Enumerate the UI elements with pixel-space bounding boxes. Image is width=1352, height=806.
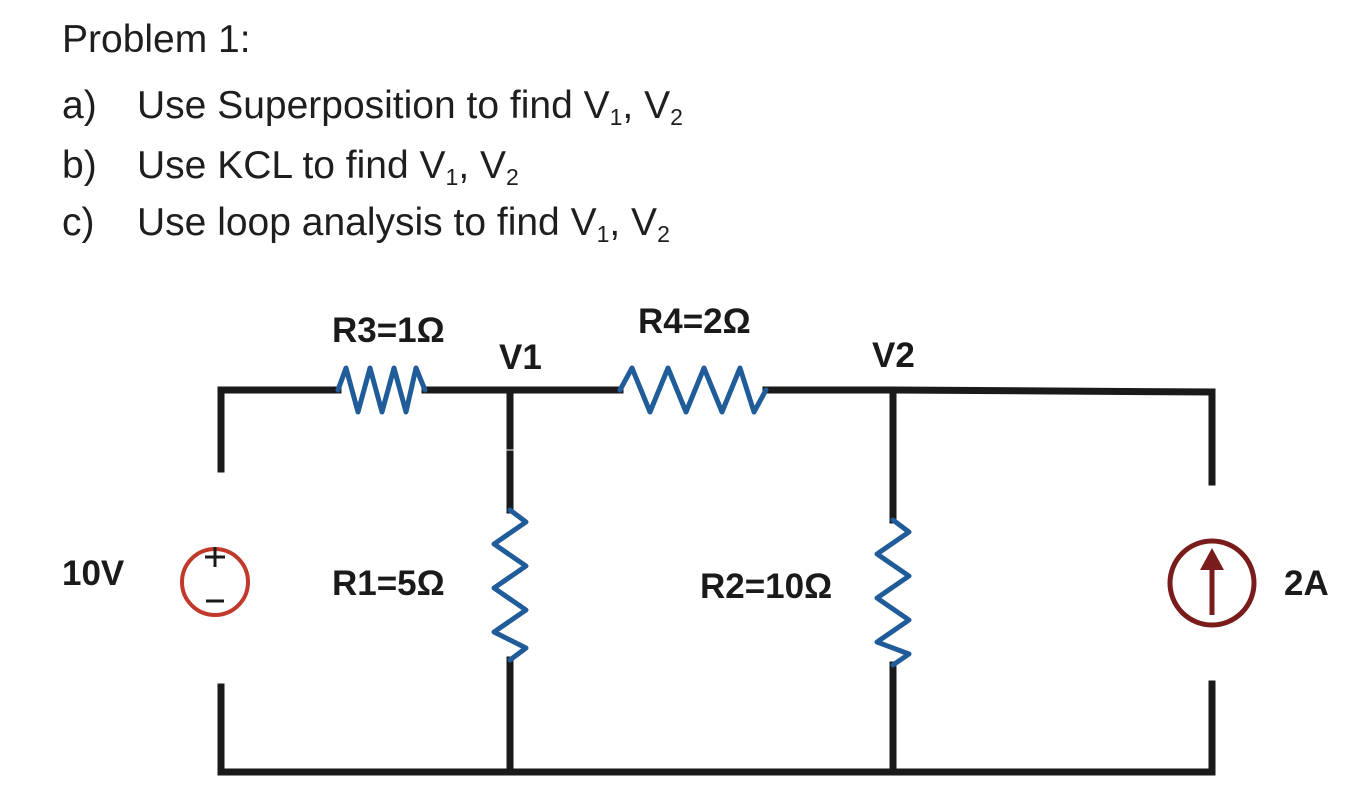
label-r1: R1=5Ω — [332, 564, 445, 603]
resistor-r3 — [335, 365, 428, 415]
label-r2: R2=10Ω — [700, 567, 832, 606]
arrow-up-icon — [1200, 548, 1224, 570]
label-voltage-source: 10V — [62, 554, 125, 593]
label-v1: V1 — [499, 338, 542, 377]
wires — [217, 386, 1216, 776]
part-a-sub1: 1 — [609, 104, 623, 130]
part-b-text: Use KCL to find V — [137, 144, 446, 187]
part-a-tag: a) — [62, 84, 97, 127]
label-r3: R3=1Ω — [332, 311, 445, 350]
part-c-mid: , V — [609, 201, 658, 244]
resistors — [335, 365, 912, 668]
part-a-text: Use Superposition to find V — [137, 84, 610, 127]
wire-top-right — [762, 386, 1216, 396]
part-b-mid: , V — [458, 144, 507, 187]
part-c: c) Use loop analysis to find V1, V2 — [62, 201, 670, 246]
problem-title: Problem 1: — [62, 18, 251, 61]
resistor-r4 — [617, 365, 769, 415]
current-source — [1167, 538, 1257, 628]
resistor-r2 — [874, 517, 912, 668]
part-c-tag: c) — [62, 201, 95, 244]
part-b: b) Use KCL to find V1, V2 — [62, 144, 519, 189]
part-c-sub2: 2 — [657, 221, 670, 247]
resistor-r1 — [491, 507, 529, 663]
part-a-mid: , V — [622, 84, 671, 127]
part-b-tag: b) — [62, 144, 97, 187]
part-c-text: Use loop analysis to find V — [137, 201, 597, 244]
part-b-sub1: 1 — [445, 164, 459, 190]
label-current-source: 2A — [1284, 564, 1329, 603]
plus-icon — [205, 547, 225, 567]
part-b-sub2: 2 — [506, 164, 519, 190]
part-c-sub1: 1 — [596, 221, 610, 247]
voltage-source — [180, 547, 250, 617]
label-v2: V2 — [872, 336, 915, 375]
part-a-sub2: 2 — [670, 104, 683, 130]
part-a: a) Use Superposition to find V1, V2 — [62, 84, 683, 129]
label-r4: R4=2Ω — [638, 302, 751, 341]
